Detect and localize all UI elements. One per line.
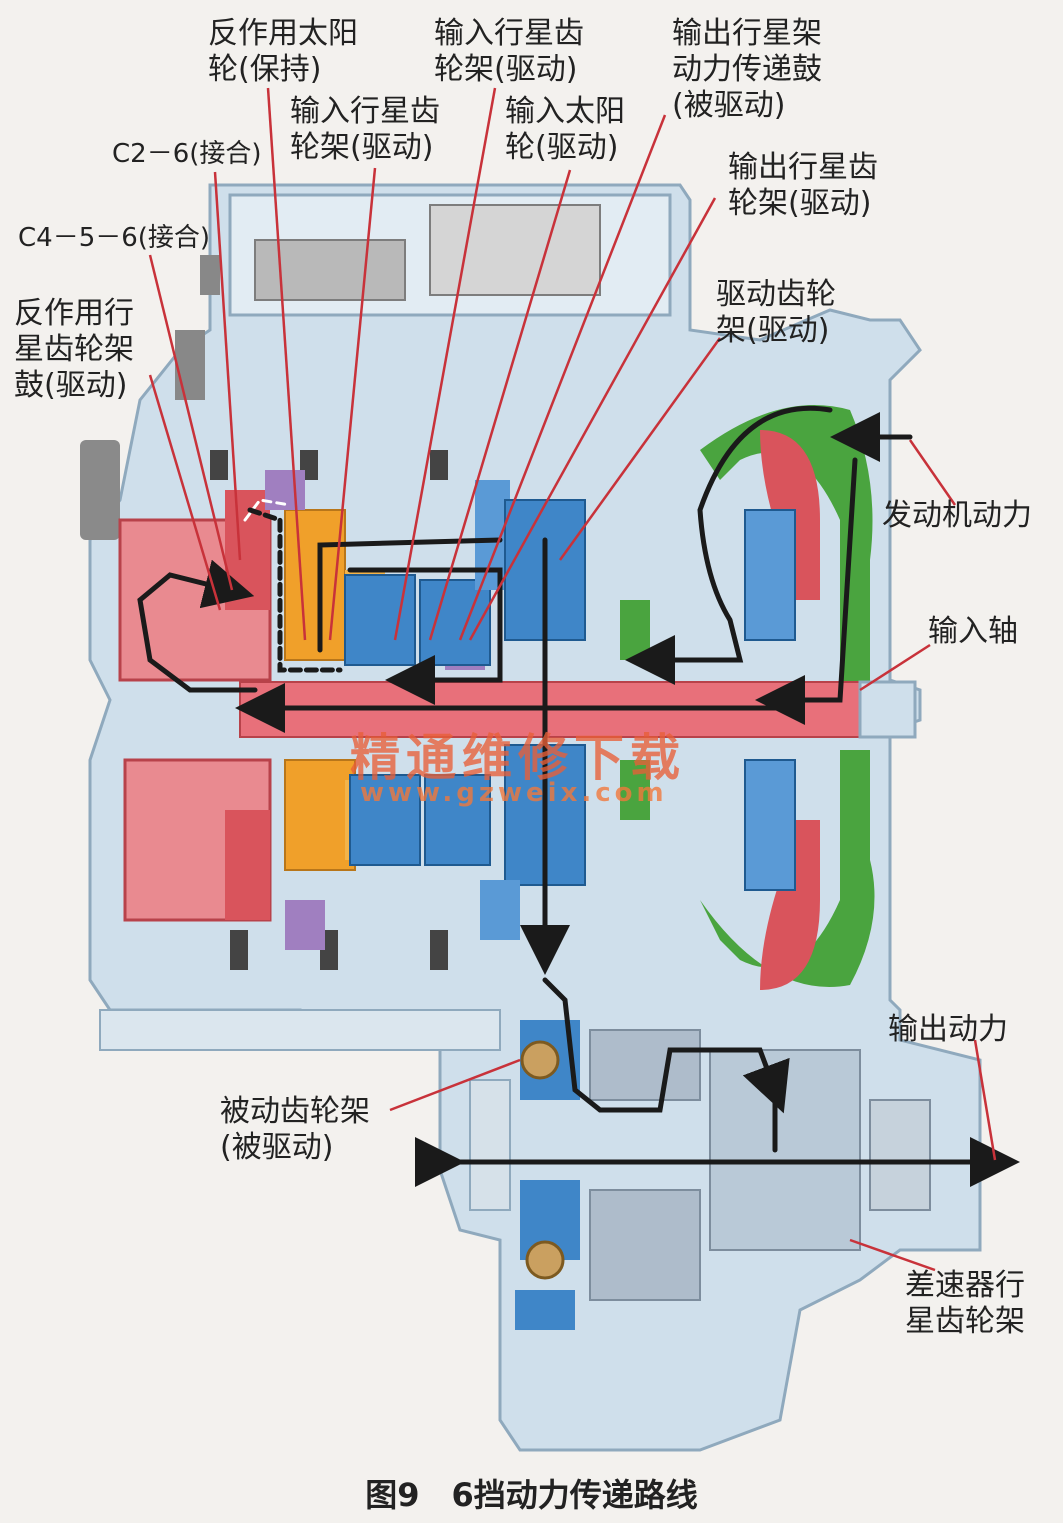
label-drive-sprocket: 驱动齿轮 架(驱动): [716, 277, 836, 348]
watermark-text: 精通维修下载: [350, 729, 686, 787]
label-input-shaft: 输入轴: [928, 614, 1018, 649]
label-output-power: 输出动力: [888, 1012, 1008, 1047]
watermark-url: www.gzweix.com: [360, 778, 668, 808]
power-flow-paths: [137, 405, 1020, 1187]
label-output-carrier-drum: 输出行星架 动力传递鼓 (被驱动): [672, 16, 822, 123]
label-engine-power: 发动机动力: [882, 498, 1032, 533]
label-c456-clutch: C4－5－6(接合): [18, 223, 211, 253]
label-reaction-sun-gear: 反作用太阳 轮(保持): [208, 16, 358, 87]
label-diff-carrier: 差速器行 星齿轮架: [905, 1268, 1025, 1339]
label-output-carrier: 输出行星齿 轮架(驱动): [728, 150, 878, 221]
label-driven-sprocket: 被动齿轮架 (被驱动): [220, 1094, 370, 1165]
label-input-carrier-mid: 输入行星齿 轮架(驱动): [290, 94, 440, 165]
label-reaction-carrier-drum: 反作用行 星齿轮架 鼓(驱动): [14, 296, 134, 403]
label-c26-clutch: C2－6(接合): [112, 139, 262, 169]
leader-lines: [148, 87, 997, 1272]
torque-converter: [620, 405, 875, 990]
label-input-sun-gear: 输入太阳 轮(驱动): [505, 94, 625, 165]
label-input-carrier-top: 输入行星齿 轮架(驱动): [434, 16, 584, 87]
figure-caption: 图9 6挡动力传递路线: [365, 1476, 698, 1514]
